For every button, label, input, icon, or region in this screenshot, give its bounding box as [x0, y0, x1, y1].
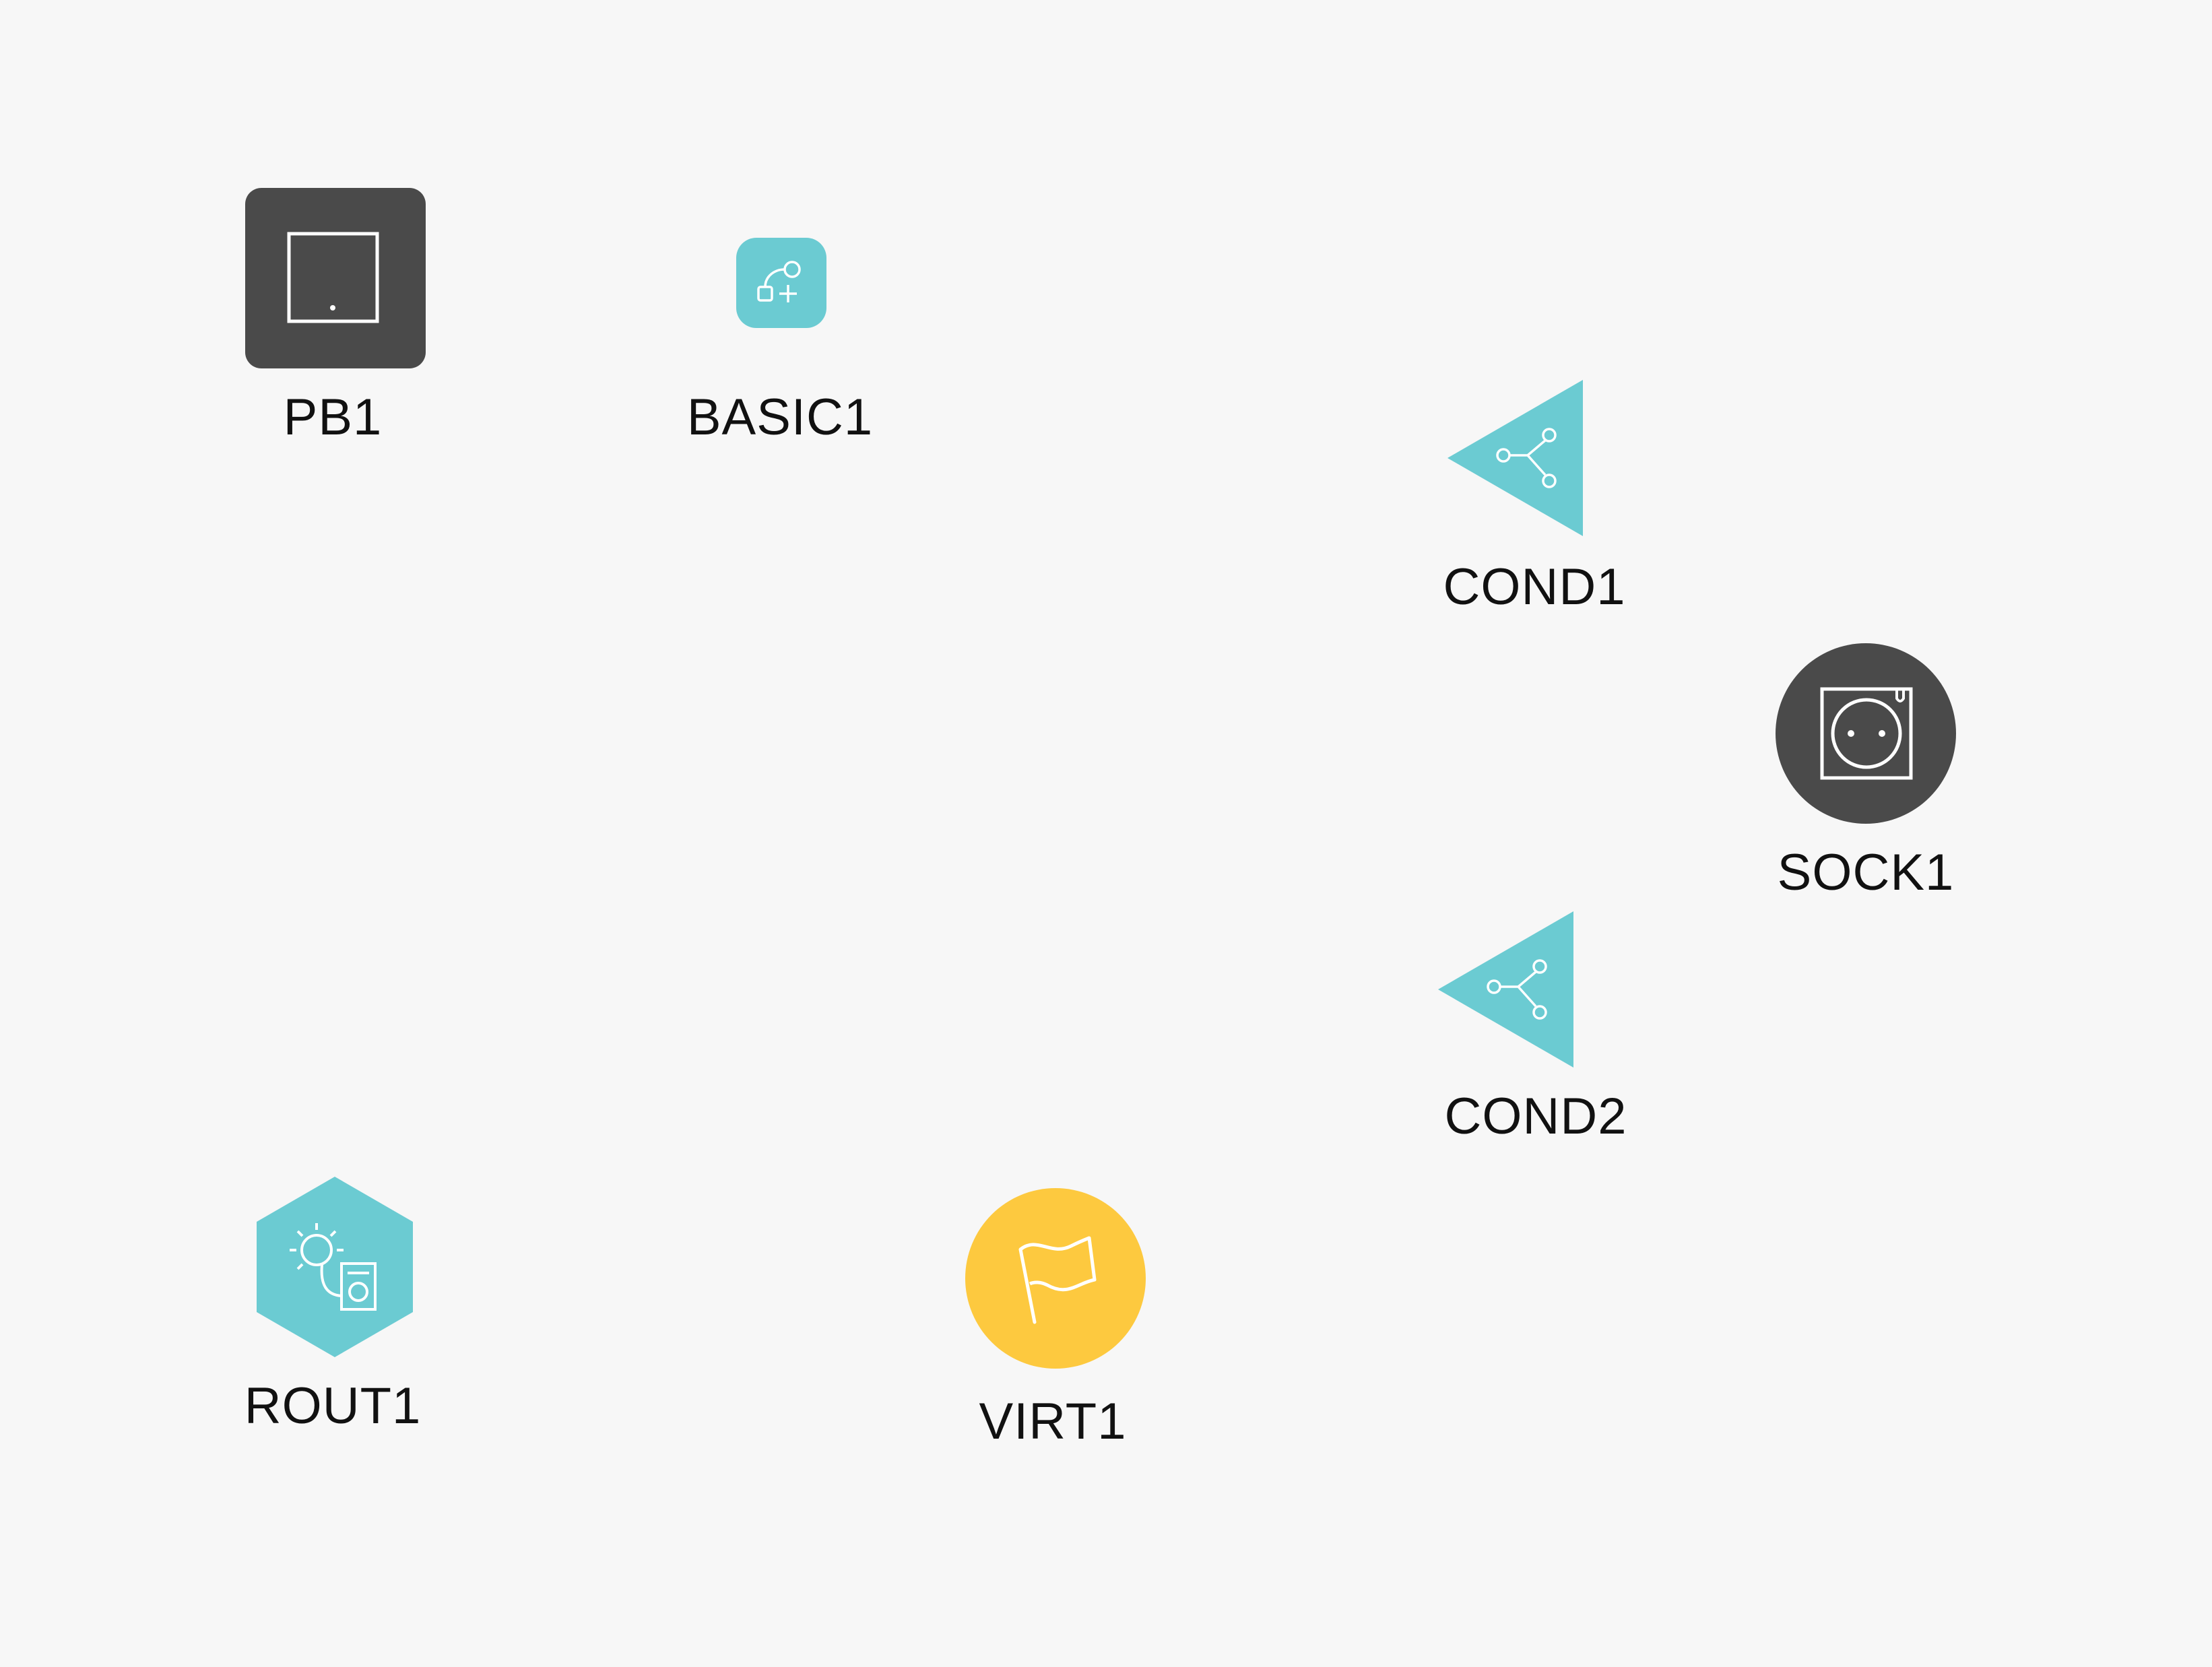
node-label: PB1	[283, 389, 383, 446]
node-label: SOCK1	[1777, 844, 1955, 901]
node-label: COND2	[1444, 1088, 1627, 1145]
node-label: ROUT1	[244, 1377, 422, 1435]
node-label: BASIC1	[686, 389, 874, 446]
node-label: COND1	[1443, 558, 1626, 616]
node-label: VIRT1	[979, 1393, 1127, 1450]
